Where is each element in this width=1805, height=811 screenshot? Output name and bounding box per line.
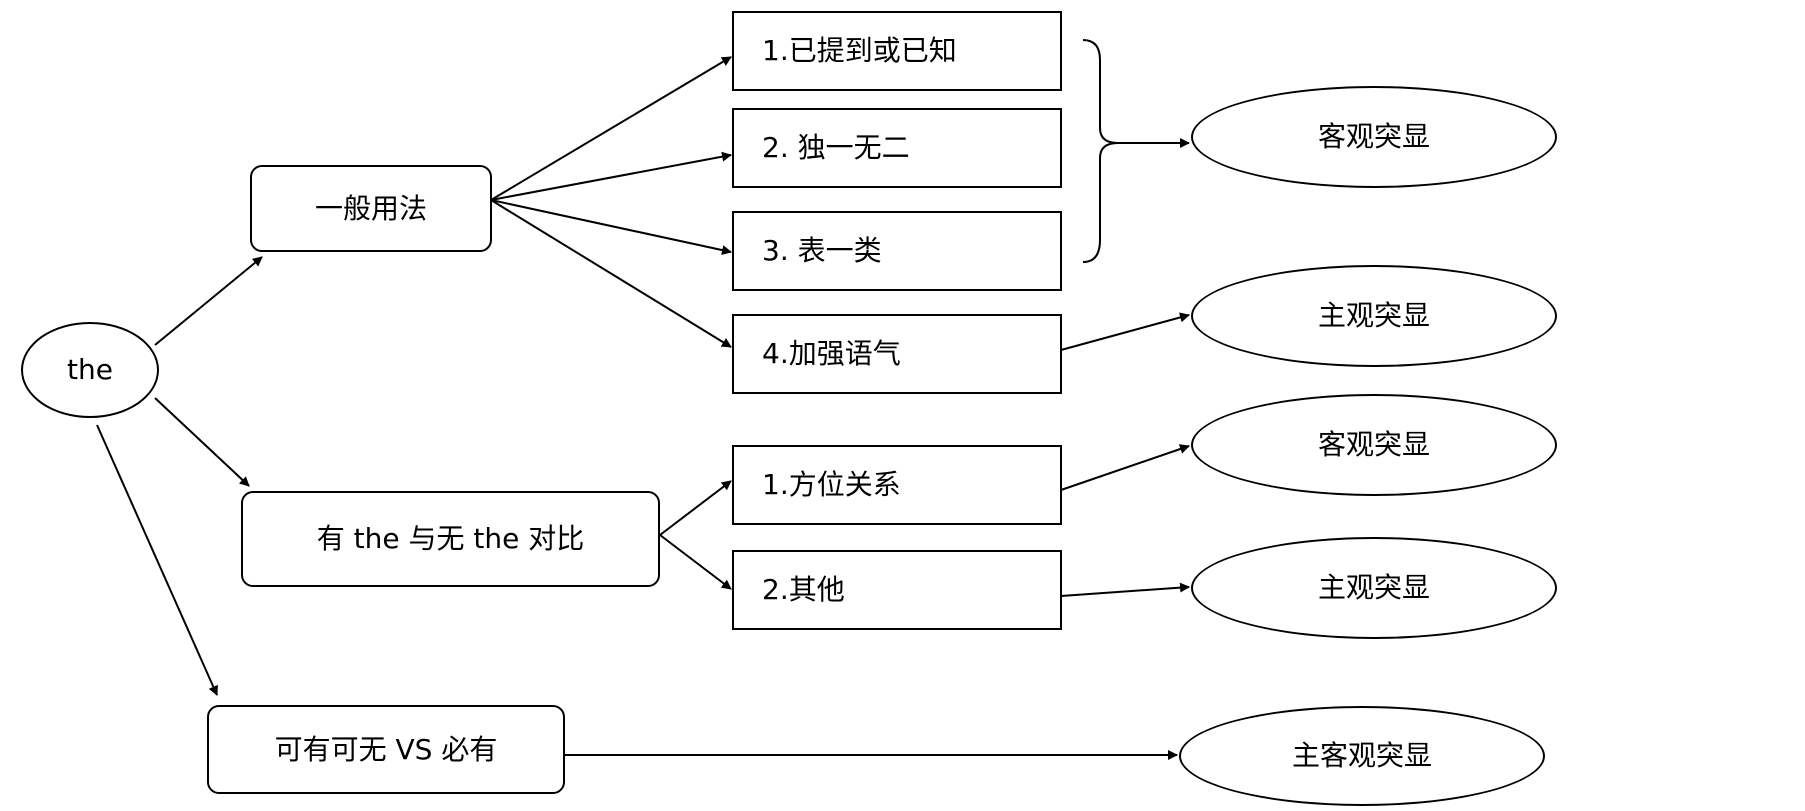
usage-box-generic-class: 3. 表一类: [732, 211, 1062, 291]
outcome-subjective-salience: 主观突显: [1191, 537, 1557, 639]
edge-u4-to-o2: [1060, 312, 1190, 351]
outcome-label: 客观突显: [1317, 428, 1430, 461]
edge-u6-to-o4: [1060, 582, 1190, 597]
edge-general-to-u1: [490, 56, 732, 201]
edge-u5-to-o3: [1060, 444, 1190, 491]
category-label: 一般用法: [314, 191, 427, 225]
category-general-usage: 一般用法: [250, 165, 492, 252]
edge-root-to-contrast: [154, 397, 250, 487]
outcome-objective-salience: 客观突显: [1191, 394, 1557, 496]
usage-box-unique: 2. 独一无二: [732, 108, 1062, 188]
edge-general-to-u2: [490, 151, 732, 201]
usage-box-other: 2.其他: [732, 550, 1062, 630]
brace-u1-u3: [1082, 39, 1119, 263]
root-label: the: [67, 353, 113, 386]
usage-label: 3. 表一类: [762, 234, 882, 267]
edge-general-to-u3: [490, 199, 732, 255]
outcome-objective-salience: 客观突显: [1191, 86, 1557, 188]
outcome-label: 主观突显: [1317, 299, 1430, 332]
outcome-subjective-salience: 主观突显: [1191, 265, 1557, 367]
root-node-the: the: [21, 322, 159, 418]
outcome-subjective-objective-salience: 主客观突显: [1179, 706, 1545, 806]
edge-root-to-general: [154, 256, 263, 346]
edge-general-to-u4: [490, 199, 732, 348]
outcome-label: 主客观突显: [1291, 739, 1432, 772]
usage-label: 1.方位关系: [762, 468, 901, 501]
usage-label: 2. 独一无二: [762, 131, 910, 164]
outcome-label: 客观突显: [1317, 120, 1430, 153]
category-contrast: 有 the 与无 the 对比: [241, 491, 660, 587]
edge-contrast-to-u6: [659, 534, 732, 590]
category-optional-vs-required: 可有可无 VS 必有: [207, 705, 565, 794]
outcome-label: 主观突显: [1317, 571, 1430, 604]
edge-root-to-optional: [96, 424, 218, 696]
edge-contrast-to-u5: [659, 480, 732, 536]
usage-box-locative: 1.方位关系: [732, 445, 1062, 525]
usage-box-emphasis: 4.加强语气: [732, 314, 1062, 394]
usage-label: 2.其他: [762, 573, 845, 606]
usage-label: 1.已提到或已知: [762, 34, 957, 67]
usage-box-mentioned-or-known: 1.已提到或已知: [732, 11, 1062, 91]
category-label: 可有可无 VS 必有: [274, 732, 498, 766]
usage-label: 4.加强语气: [762, 337, 901, 370]
category-label: 有 the 与无 the 对比: [316, 522, 585, 555]
